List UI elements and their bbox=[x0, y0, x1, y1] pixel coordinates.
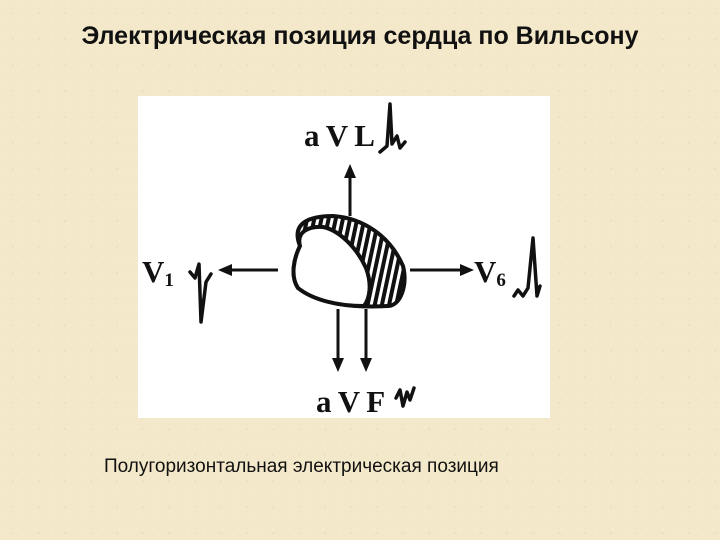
lead-label-v6: V6 bbox=[474, 254, 506, 291]
lead-label-avl: a V L bbox=[304, 118, 375, 153]
arrow-v1 bbox=[218, 264, 278, 276]
arrow-avl bbox=[344, 164, 356, 216]
arrow-avf-right bbox=[360, 309, 372, 372]
heart-position-diagram: a V L V1 V6 a V F bbox=[138, 96, 550, 418]
diagram-canvas: a V L V1 V6 a V F bbox=[142, 102, 542, 418]
slide-title: Электрическая позиция сердца по Вильсону bbox=[81, 22, 639, 50]
lead-label-avf: a V F bbox=[316, 384, 385, 418]
ecg-trace-avl bbox=[378, 102, 407, 154]
heart-shape bbox=[291, 213, 407, 309]
ecg-trace-v6 bbox=[512, 236, 542, 298]
ecg-trace-v1 bbox=[188, 262, 213, 324]
ecg-trace-avf bbox=[394, 386, 416, 408]
arrow-avf-left bbox=[332, 309, 344, 372]
lead-label-v1: V1 bbox=[142, 254, 174, 291]
arrow-v6 bbox=[410, 264, 474, 276]
diagram-caption: Полугоризонтальная электрическая позиция bbox=[104, 456, 499, 477]
